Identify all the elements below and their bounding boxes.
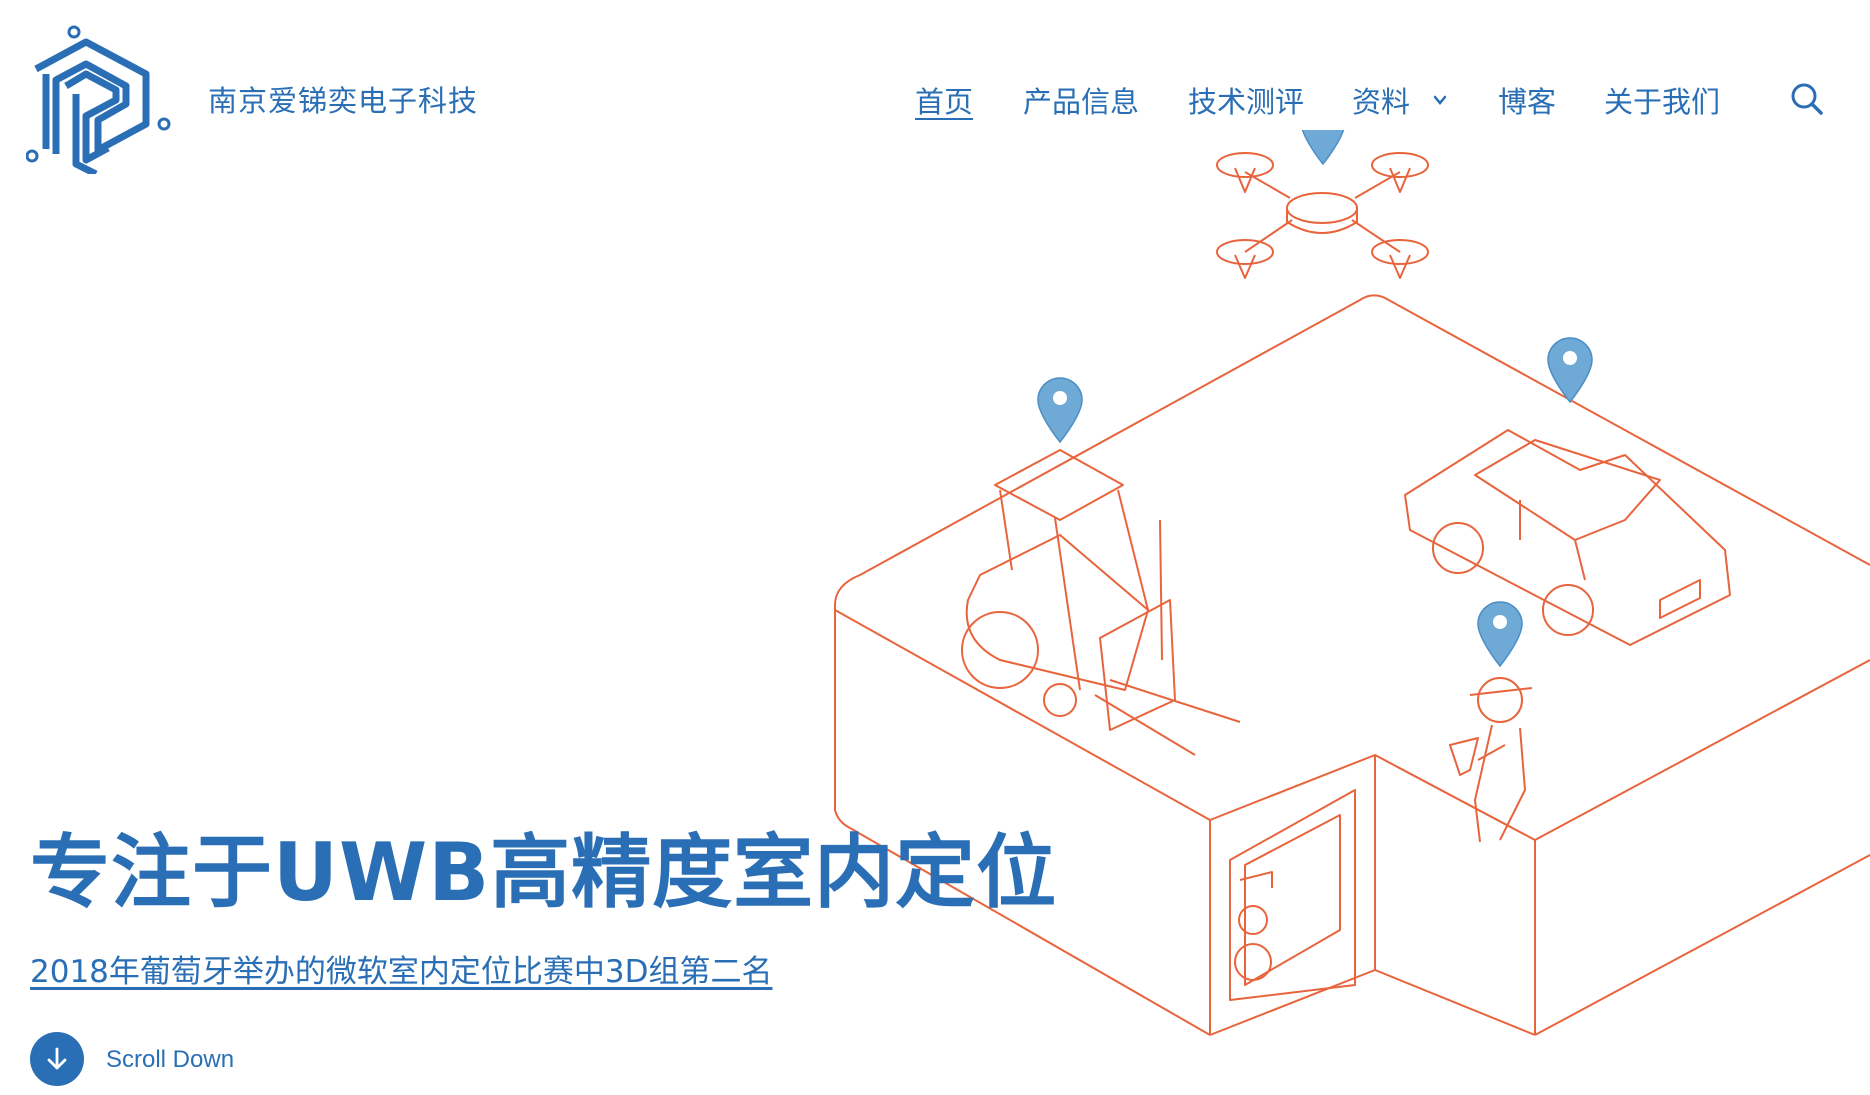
nav-item-home[interactable]: 首页 [915, 85, 974, 119]
main-nav: 首页 产品信息 技术测评 资料 博客 关于我们 [0, 75, 1870, 125]
search-icon[interactable] [1790, 82, 1824, 116]
nav-item-about[interactable]: 关于我们 [1604, 85, 1721, 119]
nav-item-products[interactable]: 产品信息 [1023, 85, 1140, 119]
company-logo-icon[interactable] [26, 24, 172, 174]
arrow-down-icon [47, 1047, 67, 1070]
nav-item-blog[interactable]: 博客 [1498, 85, 1557, 119]
scroll-down-label[interactable]: Scroll Down [106, 1046, 235, 1073]
nav-item-resources-label: 资料 [1352, 85, 1411, 119]
nav-item-reviews[interactable]: 技术测评 [1188, 85, 1305, 119]
brand-name[interactable]: 南京爱锑奕电子科技 [208, 84, 479, 118]
chevron-down-icon [1433, 95, 1447, 105]
award-link[interactable]: 2018年葡萄牙举办的微软室内定位比赛中3D组第二名 [30, 954, 773, 990]
nav-item-resources[interactable]: 资料 [1352, 79, 1447, 121]
isometric-indoor-positioning-illustration [834, 130, 1870, 1036]
hero-title: 专注于UWB高精度室内定位 [30, 826, 1058, 919]
scroll-down-button[interactable] [30, 1032, 84, 1086]
